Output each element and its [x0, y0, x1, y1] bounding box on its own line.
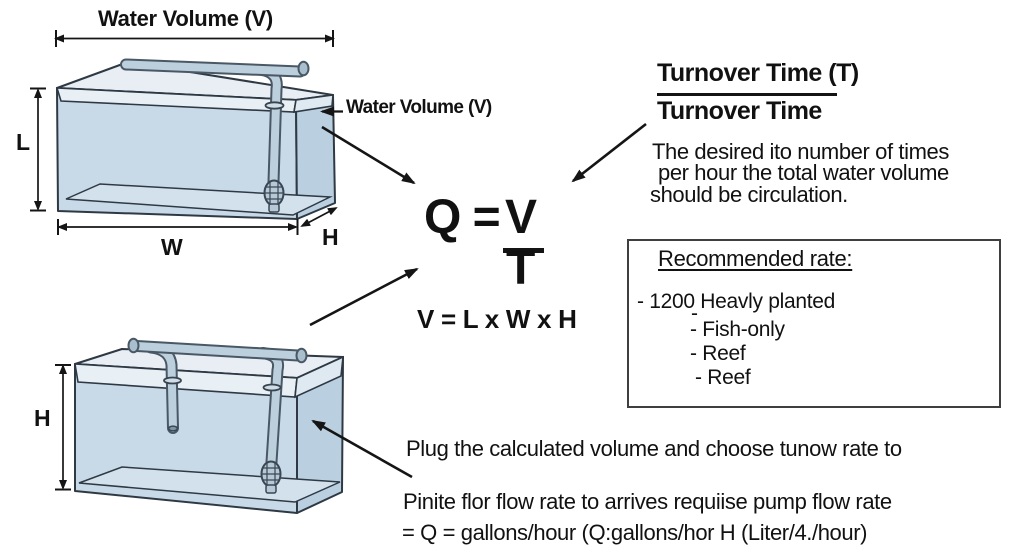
formula-lhs: Q =	[424, 191, 501, 244]
recommended-heading: Recommended rate:	[658, 246, 853, 271]
fraction-bar	[503, 248, 544, 253]
footer-line1: Plug the calculated volume and choose tu…	[406, 436, 902, 461]
footer-line3: = Q = gallons/hour (Q:gallons/hor H (Lit…	[402, 520, 868, 545]
recommended-rate-box	[627, 239, 1001, 408]
strainer-icon	[263, 179, 285, 213]
turnover-desc-line1: The desired ito number of times	[652, 139, 949, 164]
turnover-underline	[657, 93, 837, 96]
recommended-item-4: - Reef	[690, 342, 746, 365]
dimension-arrow-height-top	[300, 207, 338, 227]
pointer-arrows	[309, 106, 647, 479]
tank-top-illustration	[55, 58, 336, 220]
recommended-item-3: - Fish-only	[690, 318, 785, 341]
water-volume-title: Water Volume (V)	[98, 6, 273, 31]
turnover-heading: Turnover Time (T)	[657, 59, 859, 87]
recommended-item-1: - 1200 Heavly planted	[637, 290, 835, 313]
recommended-item-2: -	[691, 302, 698, 325]
arrow-bottom-tank-to-formula-icon	[309, 267, 419, 327]
volume-formula: V = L x W x H	[417, 304, 577, 334]
turnover-desc-line2: per hour the total water volume	[658, 160, 949, 185]
strainer-icon	[260, 460, 282, 494]
arrow-text-to-bottom-tank-icon	[311, 419, 413, 479]
tank-bottom-illustration	[74, 337, 344, 514]
recommended-item-5: - Reef	[695, 366, 751, 389]
length-label: L	[16, 129, 30, 155]
pipe-top-tank	[120, 58, 310, 213]
formula-denominator: T	[506, 242, 535, 295]
turnover-subheading: Turnover Time	[657, 97, 822, 125]
footer-line2: Pinite flor flow rate to arrives requiis…	[403, 489, 892, 514]
turnover-desc-line3: should be circulation.	[650, 182, 848, 207]
arrow-turnover-to-formula-icon	[571, 122, 647, 183]
pipe-bottom-tank	[127, 337, 308, 494]
height-label-bottom: H	[34, 405, 51, 431]
formula-numerator: V	[505, 191, 537, 244]
dimension-arrows	[30, 30, 338, 491]
arrow-top-tank-to-formula-icon	[321, 125, 416, 185]
water-volume-callout: Water Volume (V)	[346, 97, 492, 118]
height-label-top: H	[322, 224, 339, 250]
width-label: W	[161, 234, 183, 260]
